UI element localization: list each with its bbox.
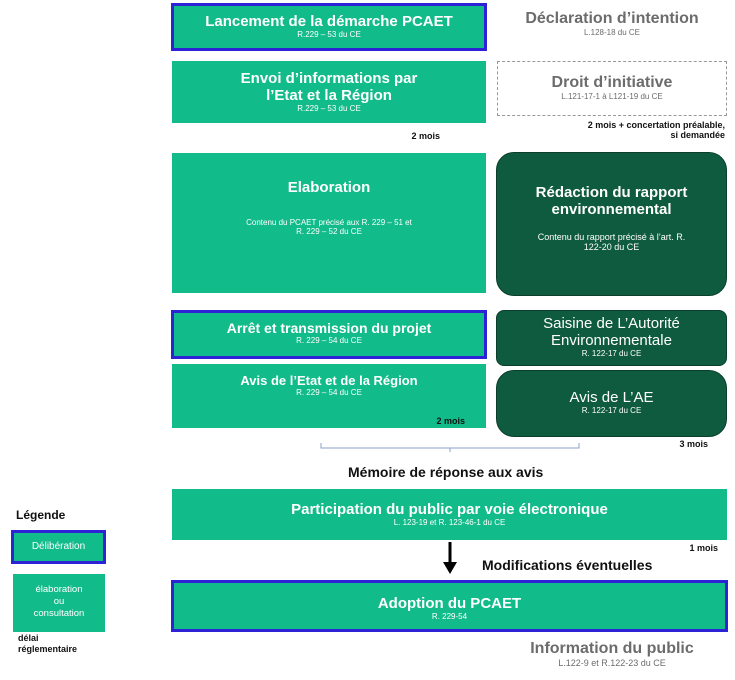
side-saisine-title-line1: Saisine de L’Autorité xyxy=(543,315,680,332)
side-information-ref: L.122-9 et R.122-23 du CE xyxy=(558,658,666,668)
legend-delai-line2: réglementaire xyxy=(18,644,78,654)
step-avis-etat-title: Avis de l’Etat et de la Région xyxy=(240,373,418,388)
side-declaration-title: Déclaration d’intention xyxy=(525,10,699,27)
legend-delai: délai réglementaire xyxy=(18,633,77,655)
down-arrow-icon xyxy=(443,542,457,574)
side-information-title: Information du public xyxy=(530,640,694,657)
legend-elaboration: élaboration ou consultation xyxy=(13,574,105,632)
delay-5: 1 mois xyxy=(689,543,718,553)
step-arret: Arrêt et transmission du projet R. 229 –… xyxy=(171,310,487,359)
legend-elaboration-line3: consultation xyxy=(33,608,85,619)
side-saisine-title-line2: Environnementale xyxy=(551,332,672,349)
side-redaction: Rédaction du rapport environnemental Con… xyxy=(496,152,727,296)
step-adoption-title: Adoption du PCAET xyxy=(377,595,522,612)
side-redaction-ref-line1: Contenu du rapport précisé à l’art. R. xyxy=(537,232,686,242)
legend-delai-line1: délai xyxy=(18,633,39,643)
step-participation: Participation du public par voie électro… xyxy=(172,489,727,540)
side-redaction-title-line2: environnemental xyxy=(551,201,672,218)
side-avis-ae-ref: R. 122-17 du CE xyxy=(581,406,642,415)
step-lancement-ref: R.229 – 53 du CE xyxy=(297,30,361,39)
step-avis-etat: Avis de l’Etat et de la Région R. 229 – … xyxy=(172,364,486,428)
side-information: Information du public L.122-9 et R.122-2… xyxy=(497,640,727,676)
legend-deliberation: Délibération xyxy=(11,530,106,564)
step-lancement-title: Lancement de la démarche PCAET xyxy=(205,13,453,30)
step-arret-ref: R. 229 – 54 du CE xyxy=(296,336,362,345)
side-droit-ref: L.121-17-1 à L121-19 du CE xyxy=(561,92,663,101)
delay-2: 2 mois + concertation préalable, si dema… xyxy=(520,120,725,140)
step-elaboration: Elaboration Contenu du PCAET précisé aux… xyxy=(172,153,486,293)
modifications-label: Modifications éventuelles xyxy=(482,557,653,573)
memoire-label: Mémoire de réponse aux avis xyxy=(348,464,544,480)
side-declaration-ref: L.128-18 du CE xyxy=(583,28,641,37)
step-adoption-ref: R. 229-54 xyxy=(431,612,468,621)
step-envoi: Envoi d’informations par l’Etat et la Ré… xyxy=(172,61,486,123)
side-droit-title: Droit d’initiative xyxy=(551,74,673,91)
side-avis-ae: Avis de L’AE R. 122-17 du CE xyxy=(496,370,727,437)
side-redaction-ref-line2: 122-20 du CE xyxy=(583,242,640,252)
side-avis-ae-title: Avis de L’AE xyxy=(569,389,654,406)
step-adoption: Adoption du PCAET R. 229-54 xyxy=(171,580,728,632)
legend-elaboration-line2: ou xyxy=(53,596,65,607)
step-lancement: Lancement de la démarche PCAET R.229 – 5… xyxy=(171,3,487,51)
step-envoi-ref: R.229 – 53 du CE xyxy=(297,104,361,113)
step-elaboration-title: Elaboration xyxy=(287,179,371,196)
delay-1: 2 mois xyxy=(411,131,440,141)
step-elaboration-ref-line2: R. 229 – 52 du CE xyxy=(296,227,362,236)
side-saisine: Saisine de L’Autorité Environnementale R… xyxy=(496,310,727,366)
side-saisine-ref: R. 122-17 du CE xyxy=(581,349,642,358)
side-droit: Droit d’initiative L.121-17-1 à L121-19 … xyxy=(497,61,727,116)
delay-3: 2 mois xyxy=(436,416,465,426)
side-redaction-title-line1: Rédaction du rapport xyxy=(535,184,688,201)
step-avis-etat-ref: R. 229 – 54 du CE xyxy=(296,388,362,397)
step-participation-ref: L. 123-19 et R. 123-46-1 du CE xyxy=(393,518,506,527)
step-elaboration-ref-line1: Contenu du PCAET précisé aux R. 229 – 51… xyxy=(246,218,412,227)
side-declaration: Déclaration d’intention L.128-18 du CE xyxy=(497,10,727,48)
legend-elaboration-line1: élaboration xyxy=(35,584,83,595)
step-envoi-title-line2: l’Etat et la Région xyxy=(266,87,392,104)
step-envoi-title-line1: Envoi d’informations par xyxy=(240,70,418,87)
delay-2-line2: si demandée xyxy=(670,130,725,140)
step-participation-title: Participation du public par voie électro… xyxy=(291,501,608,518)
delay-2-line1: 2 mois + concertation préalable, xyxy=(587,120,725,130)
legend-title: Légende xyxy=(16,508,66,522)
step-arret-title: Arrêt et transmission du projet xyxy=(226,320,432,336)
legend-deliberation-label: Délibération xyxy=(31,541,86,552)
delay-4: 3 mois xyxy=(679,439,708,449)
